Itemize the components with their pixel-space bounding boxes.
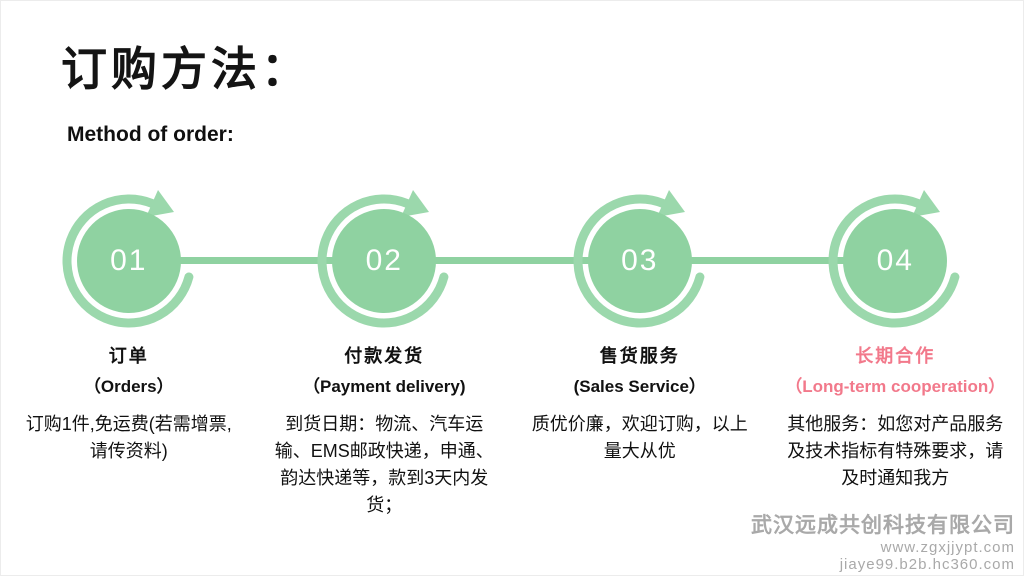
step-badge: 04 bbox=[820, 186, 970, 336]
step-column-1: 01 订单 （Orders） 订购1件,免运费(若需增票,请传资料) bbox=[1, 186, 257, 519]
step-number: 03 bbox=[621, 244, 659, 277]
step-title-zh: 售货服务 bbox=[599, 346, 680, 367]
step-title-en: （Orders） bbox=[83, 377, 174, 396]
step-number: 01 bbox=[110, 244, 148, 277]
step-badge: 02 bbox=[309, 186, 459, 336]
page-title: 订购方法： bbox=[61, 42, 311, 96]
step-number: 04 bbox=[876, 244, 914, 277]
step-titles: 付款发货 （Payment delivery) bbox=[303, 342, 466, 397]
step-description: 其他服务：如您对产品服务及技术指标有特殊要求，请及时通知我方 bbox=[787, 414, 1004, 488]
step-column-3: 03 售货服务 (Sales Service） 质优价廉，欢迎订购，以上量大从优 bbox=[512, 186, 768, 519]
step-badge: 01 bbox=[54, 186, 204, 336]
step-circle: 03 bbox=[587, 209, 692, 313]
step-title-en: （Payment delivery) bbox=[302, 377, 466, 396]
step-column-4: 04 长期合作 （Long-term cooperation） 其他服务：如您对… bbox=[768, 186, 1024, 519]
step-number: 02 bbox=[365, 244, 403, 277]
watermark-company: 武汉远成共创科技有限公司 bbox=[751, 513, 1015, 537]
steps-row: 01 订单 （Orders） 订购1件,免运费(若需增票,请传资料) 02 付款 bbox=[1, 186, 1023, 519]
connector-line bbox=[129, 257, 897, 264]
step-description: 质优价廉，欢迎订购，以上量大从优 bbox=[531, 414, 748, 461]
step-circle: 01 bbox=[76, 209, 181, 313]
page-subtitle: Method of order: bbox=[67, 123, 234, 146]
step-titles: 长期合作 （Long-term cooperation） bbox=[785, 342, 1005, 397]
step-titles: 售货服务 (Sales Service） bbox=[574, 342, 706, 397]
step-title-zh: 付款发货 bbox=[344, 346, 425, 367]
watermark: 武汉远成共创科技有限公司 www.zgxjjypt.com jiaye99.b2… bbox=[751, 509, 1015, 574]
watermark-shop-url: jiaye99.b2b.hc360.com bbox=[839, 555, 1015, 573]
step-title-en: (Sales Service） bbox=[573, 377, 706, 396]
step-column-2: 02 付款发货 （Payment delivery) 到货日期：物流、汽车运输、… bbox=[257, 186, 513, 519]
circular-arrow-icon bbox=[317, 190, 449, 328]
circular-arrow-icon bbox=[828, 190, 960, 328]
step-title-zh: 订单 bbox=[108, 346, 149, 367]
step-title-zh: 长期合作 bbox=[855, 346, 936, 367]
circular-arrow-icon bbox=[573, 190, 705, 328]
step-titles: 订单 （Orders） bbox=[84, 342, 174, 397]
circular-arrow-icon bbox=[62, 190, 194, 328]
step-circle: 02 bbox=[332, 209, 437, 313]
step-description: 订购1件,免运费(若需增票,请传资料) bbox=[25, 414, 232, 461]
step-title-en: （Long-term cooperation） bbox=[785, 377, 1006, 396]
step-badge: 03 bbox=[565, 186, 715, 336]
step-circle: 04 bbox=[843, 209, 948, 313]
step-description: 到货日期：物流、汽车运输、EMS邮政快递，申通、韵达快递等，款到3天内发货； bbox=[274, 414, 494, 515]
watermark-site-url: www.zgxjjypt.com bbox=[880, 538, 1015, 556]
